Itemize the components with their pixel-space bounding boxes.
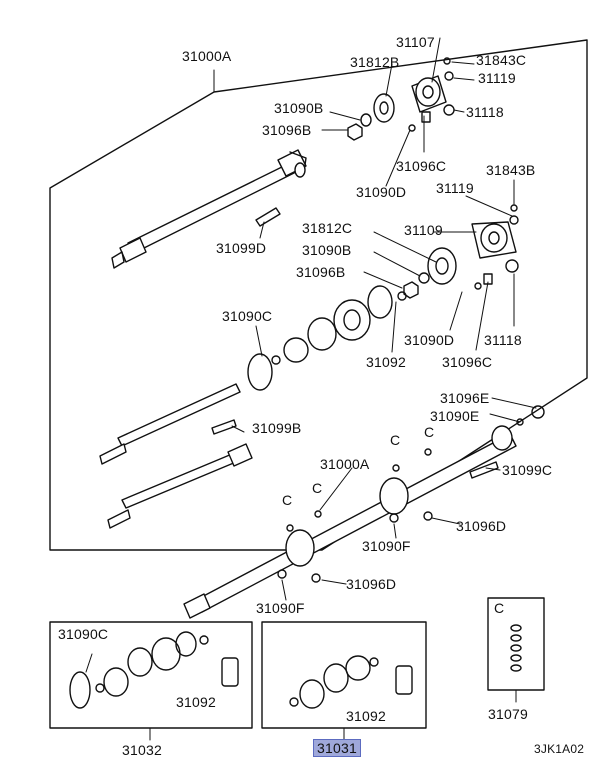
label-31812b: 31812B (350, 54, 400, 70)
label-31812c: 31812C (302, 220, 353, 236)
label-c-1: C (390, 432, 401, 448)
label-31096b-mid: 31096B (296, 264, 346, 280)
lower-long-shaft (183, 405, 545, 619)
label-31000a: 31000A (182, 48, 232, 64)
figure-code: 3JK1A02 (534, 742, 585, 756)
label-31843b: 31843B (486, 162, 536, 178)
label-31092-box-left: 31092 (176, 694, 216, 710)
label-31099c: 31099C (502, 462, 553, 478)
kit-box-31031 (261, 621, 427, 729)
cv-joint-exploded (247, 285, 407, 391)
label-31092-mid: 31092 (366, 354, 406, 370)
label-31118-mid: 31118 (484, 332, 522, 348)
upper-shaft-assembly (111, 149, 307, 269)
upper-center-bearing (347, 57, 455, 141)
label-31090b-top: 31090B (274, 100, 324, 116)
label-31000a-mid: 31000A (320, 456, 370, 472)
bolt-31099d (255, 207, 281, 227)
label-31090f-bot: 31090F (256, 600, 305, 616)
label-31090f-mid: 31090F (362, 538, 411, 554)
label-c-4: C (312, 480, 323, 496)
label-c-box: C (494, 600, 505, 616)
label-c-2: C (424, 424, 435, 440)
label-31096e: 31096E (440, 390, 490, 406)
label-31099b: 31099B (252, 420, 302, 436)
intermediate-shafts (99, 383, 253, 529)
label-31092-box-right: 31092 (346, 708, 386, 724)
label-31109: 31109 (404, 222, 443, 238)
kit-31031-parts (289, 655, 413, 709)
label-31090b-mid: 31090B (302, 242, 352, 258)
label-31031-highlighted[interactable]: 31031 (313, 739, 361, 757)
lower-center-bearing (403, 204, 519, 299)
label-31843c: 31843C (476, 52, 527, 68)
c-clip-marks (286, 448, 432, 532)
label-31119-top: 31119 (478, 70, 516, 86)
kit-31032-parts (69, 631, 239, 709)
label-31096c-mid: 31096C (442, 354, 493, 370)
label-31096d-bot: 31096D (346, 576, 397, 592)
label-31118-top: 31118 (466, 104, 504, 120)
label-31099d: 31099D (216, 240, 267, 256)
label-31096b-top: 31096B (262, 122, 312, 138)
kit-box-31032 (49, 621, 253, 729)
kit-31079-clips (510, 624, 522, 672)
label-31090d-mid: 31090D (404, 332, 455, 348)
label-31090c-box: 31090C (58, 626, 109, 642)
main-assembly-outline (49, 39, 588, 551)
label-31032: 31032 (122, 742, 162, 758)
label-31079: 31079 (488, 706, 528, 722)
label-31096c-top: 31096C (396, 158, 447, 174)
label-31090c-mid: 31090C (222, 308, 273, 324)
label-31107: 31107 (396, 34, 435, 50)
label-31096d-mid: 31096D (456, 518, 507, 534)
label-31090d-top: 31090D (356, 184, 407, 200)
label-31090e: 31090E (430, 408, 480, 424)
label-c-3: C (282, 492, 293, 508)
label-31119-mid: 31119 (436, 180, 474, 196)
leader-lines (213, 37, 537, 601)
